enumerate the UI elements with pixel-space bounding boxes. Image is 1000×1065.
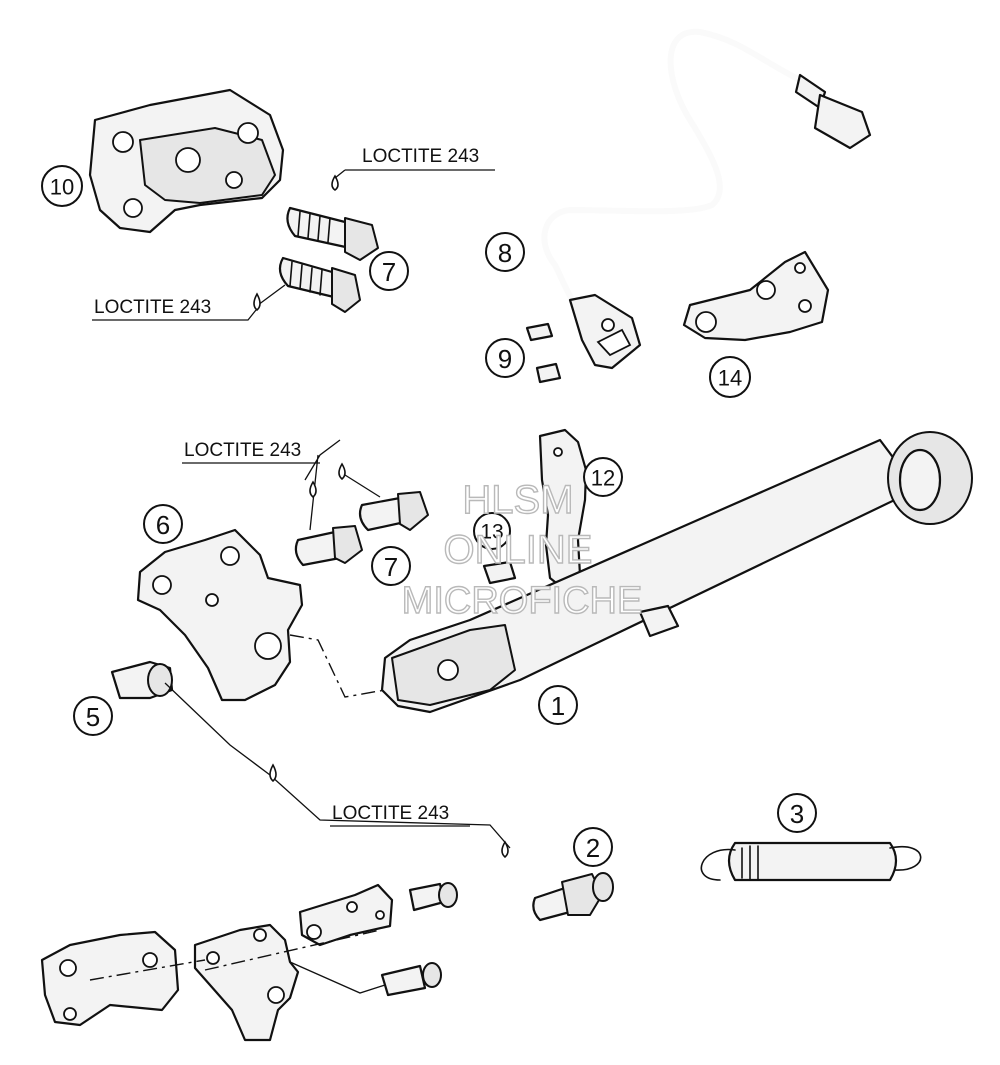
- stop-bolt-part-2: [532, 872, 614, 922]
- callout-13: 13: [473, 512, 511, 550]
- screws-part-9: [525, 322, 562, 384]
- side-stand-part-1: [380, 431, 973, 714]
- loctite-drop-icon: [253, 292, 261, 312]
- switch-cable-part-8: [541, 28, 872, 370]
- callout-12: 12: [583, 457, 623, 497]
- watermark: HLSM ONLINE MICROFICHE: [401, 477, 643, 622]
- callout-10: 10: [41, 165, 83, 207]
- callout-7-top: 7: [369, 251, 409, 291]
- stand-plate-part-6: [136, 528, 304, 702]
- loctite-drop-icon: [501, 840, 509, 859]
- callout-14: 14: [709, 356, 751, 398]
- loctite-drop-icon: [269, 763, 277, 783]
- svg-text:12: 12: [591, 466, 615, 491]
- svg-text:10: 10: [50, 175, 74, 200]
- loctite-label: LOCTITE 243: [362, 146, 479, 167]
- loctite-labels: LOCTITE 243 LOCTITE 243 LOCTITE 243 LOCT…: [92, 146, 495, 827]
- watermark-line: ONLINE: [444, 528, 593, 572]
- svg-text:8: 8: [498, 238, 512, 268]
- watermark-line: MICROFICHE: [402, 580, 643, 622]
- svg-text:14: 14: [718, 366, 742, 391]
- svg-text:7: 7: [382, 257, 396, 287]
- svg-text:7: 7: [384, 552, 398, 582]
- svg-text:6: 6: [156, 510, 170, 540]
- loctite-label: LOCTITE 243: [94, 297, 211, 318]
- svg-text:13: 13: [480, 521, 503, 544]
- callout-3: 3: [777, 793, 817, 833]
- bolts-part-7-top: [278, 206, 379, 313]
- loctite-label: LOCTITE 243: [184, 440, 301, 461]
- loctite-drops: [253, 174, 509, 859]
- loctite-drop-icon: [338, 462, 346, 481]
- pivot-bolt-part-5: [110, 660, 174, 700]
- assembly-lines: [164, 284, 511, 849]
- svg-text:1: 1: [551, 691, 565, 721]
- bracket-part-10: [88, 88, 285, 234]
- svg-text:3: 3: [790, 799, 804, 829]
- loctite-drop-icon: [331, 174, 339, 191]
- svg-text:2: 2: [586, 833, 600, 863]
- callouts: 1 2 3 5 6 7 7 8: [41, 165, 817, 867]
- callout-2: 2: [573, 827, 613, 867]
- assembly-inset: [40, 882, 458, 1042]
- loctite-drop-icon: [309, 480, 317, 499]
- callout-6: 6: [143, 504, 183, 544]
- callout-9: 9: [485, 338, 525, 378]
- screw-part-13: [482, 560, 517, 585]
- svg-text:9: 9: [498, 344, 512, 374]
- loctite-label: LOCTITE 243: [332, 803, 449, 824]
- callout-8: 8: [485, 232, 525, 272]
- watermark-line: HLSM: [462, 478, 573, 522]
- callout-5: 5: [73, 696, 113, 736]
- callout-1: 1: [538, 685, 578, 725]
- spring-part-3: [700, 841, 922, 882]
- bolts-part-7-middle: [294, 491, 429, 567]
- svg-text:5: 5: [86, 702, 100, 732]
- plate-part-14: [682, 250, 830, 342]
- callout-7-middle: 7: [371, 546, 411, 586]
